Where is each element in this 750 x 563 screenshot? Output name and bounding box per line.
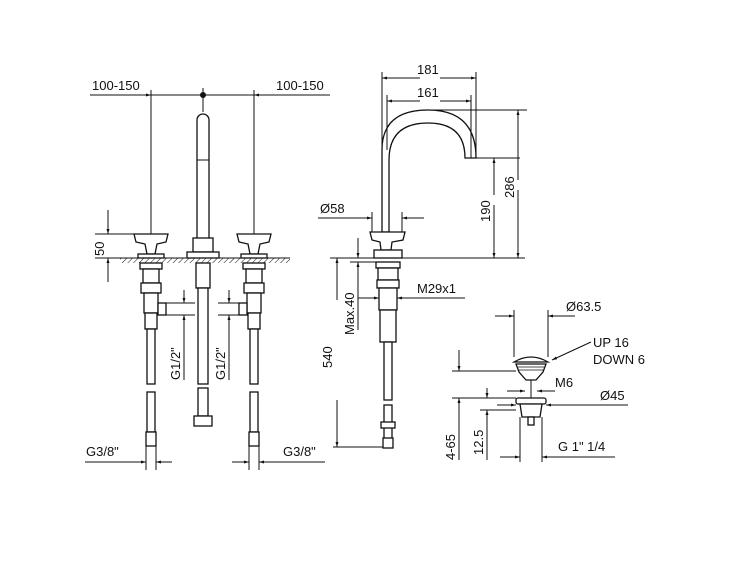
- spacing-left-label: 100-150: [92, 78, 140, 93]
- inlet-left-label: G1/2": [168, 347, 183, 380]
- cross-handle-left: [133, 233, 169, 255]
- waste-flange-diameter-label: Ø45: [600, 388, 625, 403]
- waste-travel-up-label: UP 16: [593, 335, 629, 350]
- leader-line: [551, 341, 592, 361]
- hose-left-label: G3/8": [86, 444, 119, 459]
- cross-handle-right: [236, 233, 272, 255]
- hose-center: [197, 287, 209, 385]
- hose-right-label: G3/8": [283, 444, 316, 459]
- spout-side: [381, 109, 477, 233]
- waste-rod-label: M6: [555, 375, 573, 390]
- base-diameter-label: Ø58: [320, 201, 345, 216]
- right-valve: [236, 233, 272, 447]
- spacing-right-label: 100-150: [276, 78, 324, 93]
- side-view: 181 161 286 190 Ø58 540 Max.40 M29x1: [318, 62, 527, 449]
- waste-cap-diameter-label: Ø63.5: [566, 299, 601, 314]
- deck-thickness-label: Max.40: [342, 292, 357, 335]
- reach-outer-label: 181: [417, 62, 439, 77]
- front-view: 100-150 100-150: [85, 78, 330, 470]
- hose-side: [383, 341, 393, 401]
- thread-label: M29x1: [417, 281, 456, 296]
- outlet-height-label: 190: [478, 200, 493, 222]
- hose-right: [249, 328, 259, 385]
- waste-thread-label: G 1" 1/4: [558, 439, 605, 454]
- waste-view: Ø63.5 UP 16 DOWN 6 M6 Ø45 4-65 12.5 G 1"…: [443, 299, 645, 462]
- waste-flange-height-label: 12.5: [471, 430, 486, 455]
- deck-hatch: [120, 258, 290, 263]
- left-valve: [133, 233, 169, 447]
- hose-left: [146, 328, 156, 385]
- spout-front: [196, 113, 210, 241]
- inlet-right-label: G1/2": [213, 347, 228, 380]
- waste-basin-range-label: 4-65: [443, 434, 458, 460]
- reach-inner-label: 161: [417, 85, 439, 100]
- waste-cap: [511, 356, 551, 363]
- spout-height-label: 286: [502, 176, 517, 198]
- handle-height-label: 50: [92, 242, 107, 256]
- waste-travel-down-label: DOWN 6: [593, 352, 645, 367]
- hose-length-label: 540: [320, 346, 335, 368]
